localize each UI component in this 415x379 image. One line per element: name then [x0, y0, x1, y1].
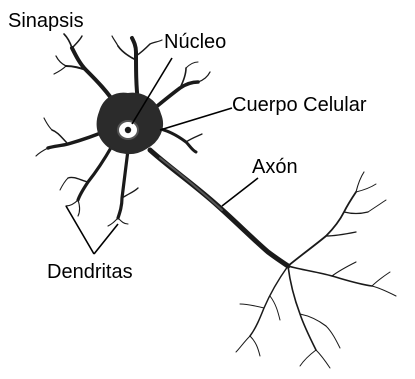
label-axon: Axón	[252, 157, 298, 177]
neuron	[36, 34, 396, 368]
label-dendritas: Dendritas	[47, 262, 133, 282]
label-sinapsis: Sinapsis	[8, 11, 84, 31]
leader-lines	[66, 58, 258, 254]
leader-line-cuerpo-celular	[160, 108, 232, 130]
nucleolus	[125, 127, 131, 133]
label-nucleo: Núcleo	[164, 32, 226, 52]
label-cuerpo-celular: Cuerpo Celular	[232, 95, 367, 115]
leader-line-dendritas-left	[66, 206, 94, 254]
leader-line-dendritas-right	[94, 224, 118, 254]
leader-line-axon	[222, 178, 258, 206]
axon-terminals	[236, 172, 396, 368]
